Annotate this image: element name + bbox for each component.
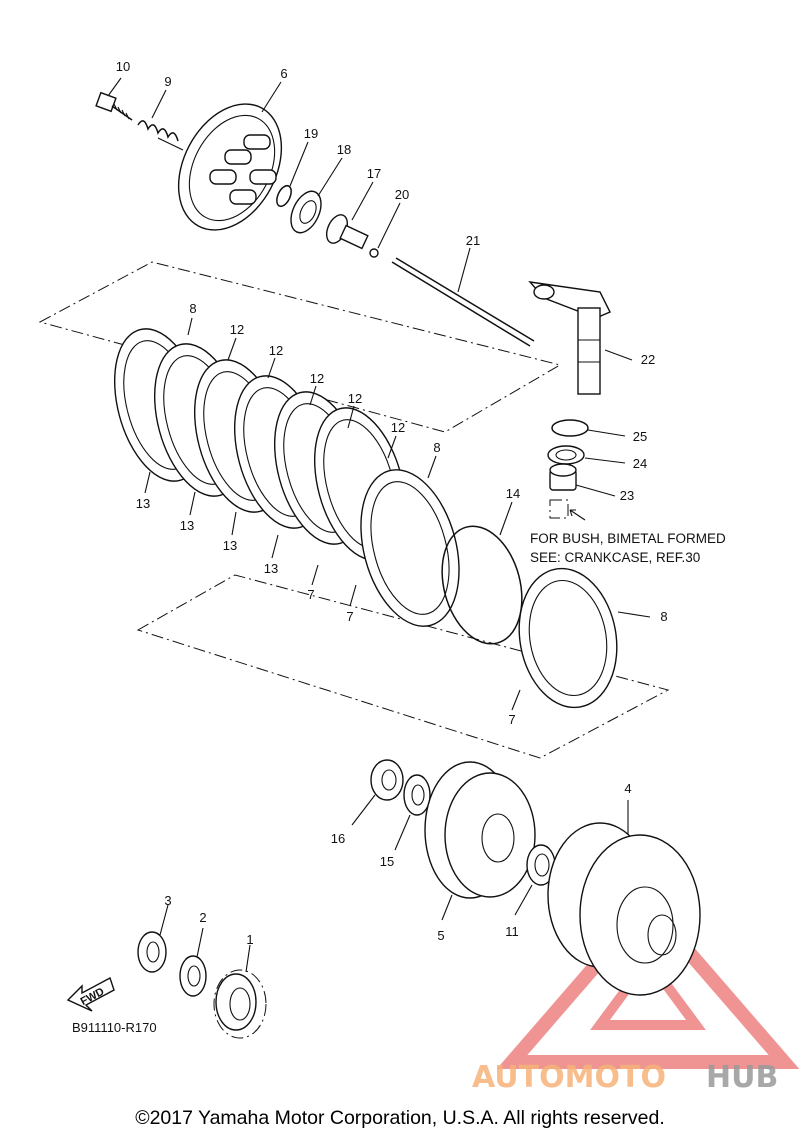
callout-17: 17: [367, 166, 381, 181]
bearing-part-3: [137, 931, 167, 973]
callout-7-2: 7: [346, 609, 353, 624]
bearing-part-23: [549, 463, 577, 491]
washer-part-15: [403, 774, 431, 816]
friction-plate-stack: [113, 328, 460, 627]
callout-labels: 10 9 6 19 18 17 20 21 22 25 24 23 14 8 1…: [116, 59, 668, 947]
fwd-arrow-icon: FWD: [66, 976, 115, 1012]
callout-12-2: 12: [269, 343, 283, 358]
diagram-code: B911110-R170: [72, 1020, 157, 1035]
callout-4: 4: [624, 781, 631, 796]
callout-7-3: 7: [508, 712, 515, 727]
callout-16: 16: [331, 831, 345, 846]
callout-11: 11: [505, 924, 519, 939]
callout-19: 19: [304, 126, 318, 141]
gear-part-1: [213, 969, 267, 1039]
bolt-part-10: [95, 91, 133, 121]
nut-part-16: [370, 759, 404, 801]
callout-12-3: 12: [310, 371, 324, 386]
pressure-plate-part-6: [177, 103, 283, 231]
note-line-2: SEE: CRANKCASE, REF.30: [530, 550, 700, 565]
push-rod-part-17: [325, 214, 369, 250]
bearing-part-18: [290, 190, 322, 234]
callout-8-top: 8: [189, 301, 196, 316]
bush-part: [549, 499, 569, 519]
callout-12-4: 12: [348, 391, 362, 406]
callout-5: 5: [437, 928, 444, 943]
push-lever-shaft-part-22: [528, 281, 611, 395]
callout-13-2: 13: [180, 518, 194, 533]
callout-15: 15: [380, 854, 394, 869]
clutch-boss-part-5: [424, 761, 536, 899]
callout-9: 9: [164, 74, 171, 89]
watermark-text: AUTOMOTO HUB: [472, 1060, 778, 1095]
callout-1: 1: [246, 932, 253, 947]
callout-6: 6: [280, 66, 287, 81]
watermark-part1: AUTOMOTO: [472, 1060, 666, 1095]
circlip-part-25: [551, 419, 589, 437]
oil-seal-part-24: [547, 445, 585, 465]
callout-8-right: 8: [660, 609, 667, 624]
spring-part-9: [137, 120, 184, 151]
callout-13-1: 13: [136, 496, 150, 511]
callout-22: 22: [641, 352, 655, 367]
callout-10: 10: [116, 59, 130, 74]
callout-8-mid: 8: [433, 440, 440, 455]
push-rod-part-21: [391, 257, 535, 347]
callout-12-5: 12: [391, 420, 405, 435]
clutch-housing-part-4: [547, 822, 701, 996]
note-line-1: FOR BUSH, BIMETAL FORMED: [530, 531, 726, 546]
watermark-part2: HUB: [706, 1060, 778, 1095]
callout-25: 25: [633, 429, 647, 444]
callout-24: 24: [633, 456, 647, 471]
callout-14: 14: [506, 486, 520, 501]
copyright-footer: ©2017 Yamaha Motor Corporation, U.S.A. A…: [135, 1107, 665, 1129]
circlip-part-19: [276, 184, 292, 208]
ball-part-20: [369, 248, 379, 258]
callout-3: 3: [164, 893, 171, 908]
callout-12-1: 12: [230, 322, 244, 337]
callout-20: 20: [395, 187, 409, 202]
callout-18: 18: [337, 142, 351, 157]
washer-part-2: [179, 955, 207, 997]
plate-stack-plane-lower: [136, 574, 670, 759]
callout-2: 2: [199, 910, 206, 925]
callout-23: 23: [620, 488, 634, 503]
callout-13-3: 13: [223, 538, 237, 553]
wire-ring-part-14: [441, 525, 523, 645]
callout-7-1: 7: [307, 587, 314, 602]
fwd-label: FWD: [79, 986, 107, 1008]
callout-13-4: 13: [264, 561, 278, 576]
friction-plate-part-8-last: [518, 567, 618, 709]
callout-21: 21: [466, 233, 480, 248]
